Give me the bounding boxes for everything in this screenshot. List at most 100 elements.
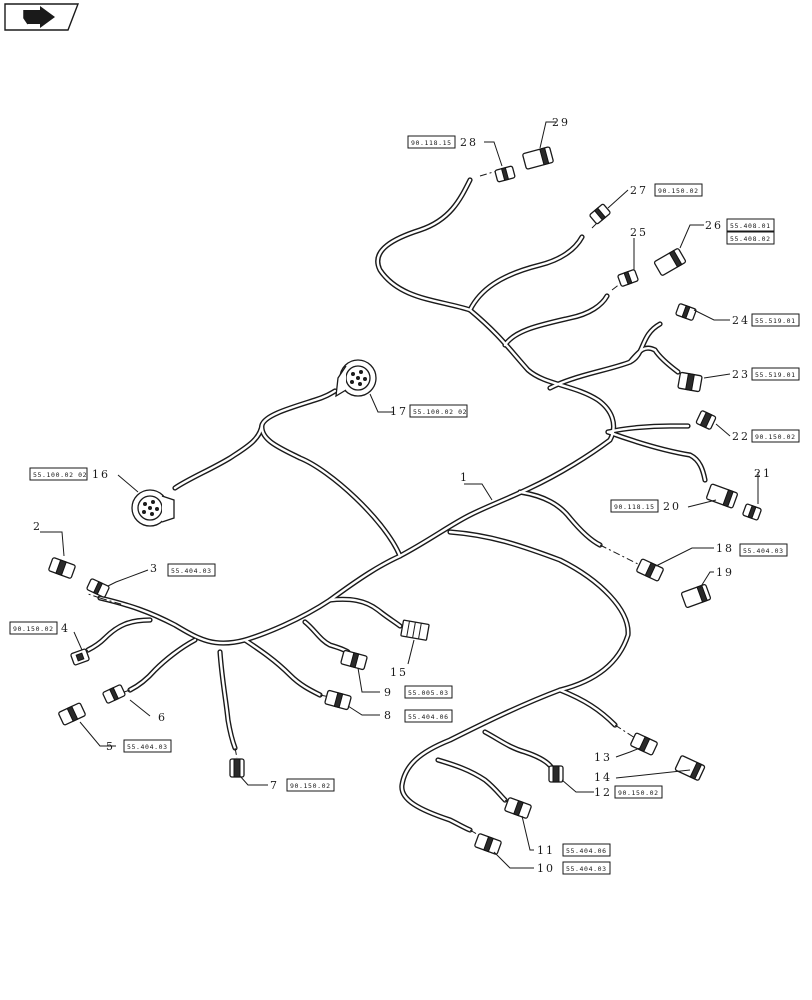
callout-18: 18	[716, 542, 734, 555]
ref-box-26a[interactable]: 55.408.01	[726, 218, 775, 232]
svg-text:90.150.02: 90.150.02	[755, 433, 796, 441]
callout-16: 16	[92, 468, 110, 481]
callout-19: 19	[716, 566, 734, 579]
svg-text:55.519.01: 55.519.01	[755, 371, 796, 379]
connector-20[interactable]	[706, 483, 738, 509]
connector-13[interactable]	[630, 732, 658, 756]
leader-lines	[40, 121, 759, 869]
svg-text:55.404.06: 55.404.06	[408, 713, 449, 721]
callout-2: 2	[33, 520, 42, 533]
ref-box-8[interactable]: 55.404.06	[404, 709, 453, 723]
connector-3[interactable]	[86, 578, 110, 598]
callout-28: 28	[460, 136, 478, 149]
svg-text:55.408.02: 55.408.02	[730, 235, 771, 243]
connector-28[interactable]	[494, 165, 516, 183]
connector-25[interactable]	[617, 269, 639, 287]
svg-text:55.404.03: 55.404.03	[566, 865, 607, 873]
callout-17: 17	[390, 405, 408, 418]
ref-box-28[interactable]: 90.118.15	[407, 135, 456, 149]
connector-5[interactable]	[58, 702, 86, 726]
ref-box-10[interactable]: 55.404.03	[562, 861, 611, 875]
callout-1: 1	[460, 471, 469, 484]
svg-text:55.404.03: 55.404.03	[743, 547, 784, 555]
svg-text:55.519.01: 55.519.01	[755, 317, 796, 325]
wire-top-left-core	[376, 178, 472, 312]
connector-23[interactable]	[677, 371, 703, 393]
connector-22[interactable]	[695, 410, 717, 430]
ref-box-5[interactable]: 55.404.03	[123, 739, 172, 753]
callout-22: 22	[732, 430, 750, 443]
connector-2[interactable]	[48, 557, 76, 579]
harness-wires	[85, 177, 708, 833]
ref-box-16[interactable]: 55.100.02 02	[29, 467, 88, 481]
wire-top-left-outline	[375, 177, 473, 313]
callout-29: 29	[552, 116, 570, 129]
ref-box-11[interactable]: 55.404.06	[562, 843, 611, 857]
wire-spine-core	[98, 308, 615, 645]
book-arrow-icon[interactable]	[4, 3, 80, 31]
ref-box-4[interactable]: 90.150.02	[9, 621, 58, 635]
ref-box-3[interactable]: 55.404.03	[167, 563, 216, 577]
callout-4: 4	[61, 622, 70, 635]
wire-23-core	[628, 346, 680, 374]
connector-7[interactable]	[229, 758, 245, 778]
wire-top-27-outline	[467, 234, 585, 313]
connector-15[interactable]	[400, 619, 430, 641]
wire-15-core	[328, 598, 402, 628]
ref-box-9[interactable]: 55.005.03	[404, 685, 453, 699]
wire-16-core	[173, 423, 264, 490]
connector-27[interactable]	[589, 203, 611, 225]
callout-21: 21	[754, 467, 772, 480]
connector-8[interactable]	[324, 689, 352, 711]
connector-18[interactable]	[636, 558, 664, 582]
ref-box-22[interactable]: 90.150.02	[751, 429, 800, 443]
svg-text:55.404.03: 55.404.03	[171, 567, 212, 575]
connector-12[interactable]	[548, 765, 564, 783]
connector-19[interactable]	[680, 583, 712, 609]
wire-16-outline	[172, 422, 265, 491]
wire-17-outline	[259, 388, 403, 559]
svg-text:90.150.02: 90.150.02	[290, 782, 331, 790]
callout-24: 24	[732, 314, 750, 327]
svg-text:90.150.02: 90.150.02	[618, 789, 659, 797]
callout-8: 8	[384, 709, 393, 722]
callout-20: 20	[663, 500, 681, 513]
ref-box-26b[interactable]: 55.408.02	[726, 231, 775, 245]
callout-3: 3	[150, 562, 159, 575]
wire-18-core	[518, 490, 602, 547]
ref-box-24[interactable]: 55.519.01	[751, 313, 800, 327]
callout-26: 26	[705, 219, 723, 232]
ref-box-23[interactable]: 55.519.01	[751, 367, 800, 381]
connector-9[interactable]	[340, 649, 368, 671]
round-connector-17[interactable]	[335, 359, 377, 398]
connector-29[interactable]	[522, 146, 554, 170]
connector-11[interactable]	[504, 797, 532, 819]
connector-10[interactable]	[474, 833, 502, 855]
round-connector-16[interactable]	[131, 489, 175, 527]
ref-box-27[interactable]: 90.150.02	[654, 183, 703, 197]
ref-box-17[interactable]: 55.100.02 02	[409, 404, 468, 418]
connector-14[interactable]	[674, 755, 706, 781]
svg-text:55.005.03: 55.005.03	[408, 689, 449, 697]
wire-13-core	[558, 688, 617, 727]
wire-6-core	[128, 638, 197, 692]
wire-4-core	[86, 618, 152, 652]
wire-top-27-core	[468, 235, 584, 312]
svg-text:55.100.02 02: 55.100.02 02	[413, 408, 467, 416]
wire-11-outline	[435, 757, 508, 803]
callout-10: 10	[537, 862, 555, 875]
connector-26[interactable]	[653, 248, 687, 276]
connector-6[interactable]	[102, 684, 126, 704]
ref-box-12[interactable]: 90.150.02	[614, 785, 663, 799]
svg-text:90.118.15: 90.118.15	[614, 503, 655, 511]
wire-top-25-core	[503, 294, 609, 347]
ref-box-20[interactable]: 90.118.15	[610, 499, 659, 513]
ref-box-18[interactable]: 55.404.03	[739, 543, 788, 557]
callout-7: 7	[270, 779, 279, 792]
connector-4[interactable]	[70, 648, 90, 666]
connector-21[interactable]	[742, 503, 762, 521]
connector-24[interactable]	[675, 303, 697, 321]
ref-box-7[interactable]: 90.150.02	[286, 778, 335, 792]
wire-8-core	[243, 638, 322, 697]
wire-12-core	[483, 730, 554, 770]
